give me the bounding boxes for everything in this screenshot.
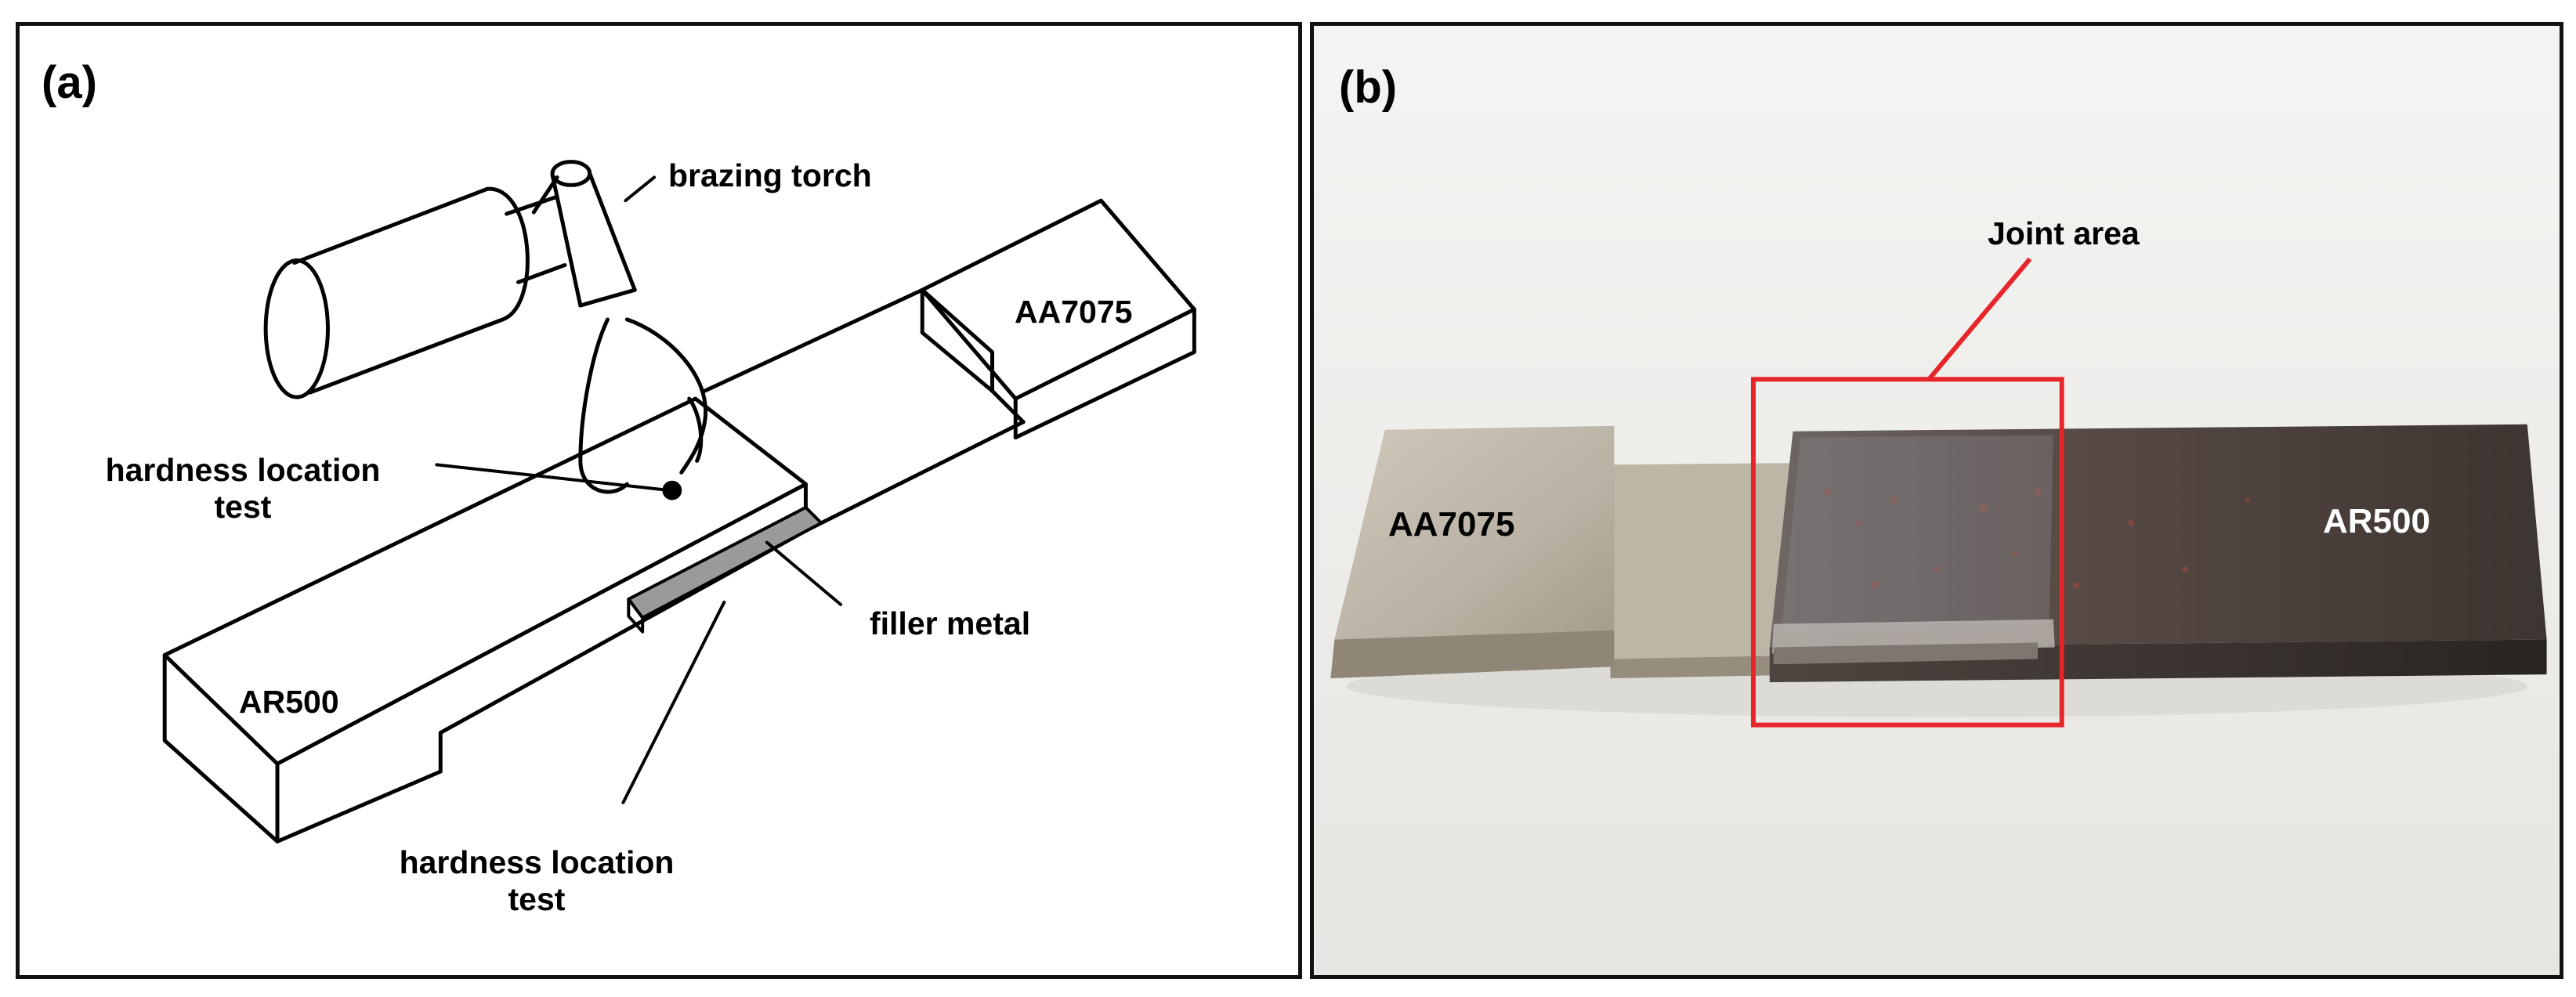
torch-cylinder [263,186,567,399]
torch-flame [578,317,708,494]
joint-area-box [1750,377,2064,728]
torch-nozzle [531,160,637,308]
label-hardness-bottom-line1: hardness location [399,844,675,880]
panel-a-schematic: (a) brazing torch AA7075 hardness locati… [16,22,1302,979]
schematic-drawing [162,160,1196,843]
specimen-photo [1315,26,2559,975]
leader-hardness-top [435,463,671,493]
panel-a-tag: (a) [42,57,97,108]
label-hardness-top-line1: hardness location [105,452,381,488]
ar500-plate-photo [1769,424,2547,683]
leader-brazing-torch [624,175,657,203]
label-joint-area: Joint area [1988,215,2140,251]
aa7075-block-drawing [920,198,1196,440]
label-aa7075: AA7075 [1015,294,1133,330]
label-ar500: AR500 [239,684,339,720]
label-hardness-top-line2: test [214,489,272,526]
label-filler-metal: filler metal [870,605,1031,641]
filler-metal-strip [627,505,823,620]
label-hardness-bottom: hardness location test [388,844,686,918]
label-brazing-torch: brazing torch [668,157,872,193]
leader-filler-metal [765,540,843,606]
label-aa7075-photo: AA7075 [1388,505,1515,544]
joint-area-leader [1927,257,2032,381]
panel-b-photo: (b) Joint area AA7075 AR500 [1310,22,2563,979]
label-ar500-photo: AR500 [2323,502,2430,540]
label-hardness-bottom-line2: test [508,881,566,918]
leader-hardness-bottom [621,600,726,804]
aa7075-block-photo [1330,425,1615,679]
panel-b-tag: (b) [1339,62,1398,113]
label-hardness-top: hardness location test [94,452,392,526]
base-plate-drawing [703,287,1026,533]
